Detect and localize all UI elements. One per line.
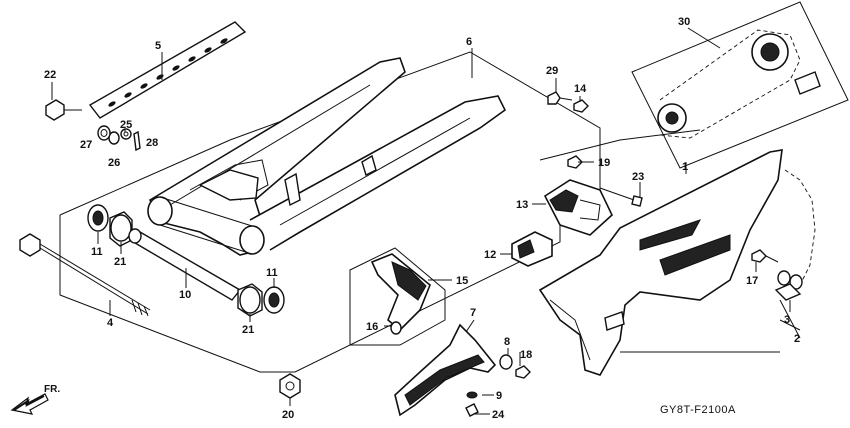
- callout-12: 12: [484, 249, 496, 261]
- callout-11-left: 11: [91, 246, 103, 258]
- washer-part-3: [777, 270, 803, 290]
- swingarm-part-6: [147, 57, 507, 256]
- chaincase-boundary-top: [539, 129, 701, 161]
- callout-22: 22: [44, 69, 56, 81]
- callout-26: 26: [108, 157, 120, 169]
- callout-25: 25: [120, 119, 132, 131]
- bolt-part-22: [45, 99, 82, 121]
- chaincase-boundary-right: [779, 299, 801, 339]
- nut-part-14: [573, 99, 589, 113]
- direction-label: FR.: [44, 384, 60, 395]
- callout-6: 6: [466, 36, 472, 48]
- strap-part-5: [88, 21, 247, 119]
- chain-run: [784, 169, 816, 286]
- callout-21-left: 21: [114, 256, 126, 268]
- bolt-part-17: [751, 249, 779, 263]
- nut-part-19: [567, 155, 583, 169]
- callout-4: 4: [107, 317, 114, 329]
- clip-part-2: [774, 283, 802, 301]
- callout-30: 30: [678, 16, 690, 28]
- callout-18: 18: [520, 349, 532, 361]
- callout-labels: 5 6 22 30 29 14 25 28 27 26 19 23 1 13 1…: [44, 16, 800, 421]
- group-boundary-swingarm-top: [59, 139, 231, 216]
- callout-3: 3: [784, 314, 790, 326]
- bearing-part-21-right: [237, 283, 263, 317]
- callout-11-right: 11: [266, 267, 278, 279]
- bolt-part-18: [515, 365, 531, 379]
- callout-24: 24: [492, 409, 505, 421]
- callout-5: 5: [155, 40, 161, 52]
- nut-part-20: [279, 373, 301, 399]
- front-direction-arrow: [10, 393, 49, 415]
- bushing-part-11-left: [87, 204, 109, 232]
- guard-part-15: [370, 253, 431, 332]
- grommet-part-9: [466, 391, 478, 399]
- callout-7: 7: [470, 307, 476, 319]
- collar-part-8: [499, 354, 513, 370]
- callout-16: 16: [366, 321, 378, 333]
- callout-1: 1: [682, 161, 688, 173]
- block-part-12: [511, 231, 553, 267]
- screw-part-24: [465, 403, 479, 417]
- group-boundary-swingarm: [59, 51, 601, 373]
- callout-21-right: 21: [242, 324, 254, 336]
- callout-19: 19: [598, 157, 610, 169]
- callout-10: 10: [179, 289, 191, 301]
- pivot-bolt-part-4: [19, 233, 151, 317]
- callout-2: 2: [794, 333, 800, 345]
- bearing-part-21-left: [109, 211, 133, 247]
- slider-part-7: [394, 323, 497, 417]
- callout-20: 20: [282, 409, 294, 421]
- callout-29: 29: [546, 65, 558, 77]
- collar-part-16: [390, 321, 402, 335]
- pin-part-28: [133, 130, 141, 152]
- bushing-part-11-right: [263, 286, 285, 314]
- diagram-code: GY8T-F2100A: [660, 404, 736, 416]
- callout-13: 13: [516, 199, 528, 211]
- nut-part-25: [120, 128, 132, 140]
- callout-27: 27: [80, 139, 92, 151]
- callout-14: 14: [574, 83, 587, 95]
- screw-part-23: [599, 187, 643, 207]
- callout-17: 17: [746, 275, 758, 287]
- callout-8: 8: [504, 336, 510, 348]
- chain-case-part-1: [538, 149, 783, 376]
- callout-9: 9: [496, 390, 502, 402]
- callout-28: 28: [146, 137, 158, 149]
- bracket-part-13: [543, 179, 613, 236]
- chain-part-30: [657, 29, 821, 139]
- guide-box-15: [349, 247, 446, 346]
- leader-lines: [51, 27, 801, 415]
- callout-15: 15: [456, 275, 468, 287]
- washer-part-27: [97, 125, 111, 141]
- chain-inset-box: [631, 1, 849, 169]
- bolt-part-29: [547, 91, 573, 105]
- callout-23: 23: [632, 171, 644, 183]
